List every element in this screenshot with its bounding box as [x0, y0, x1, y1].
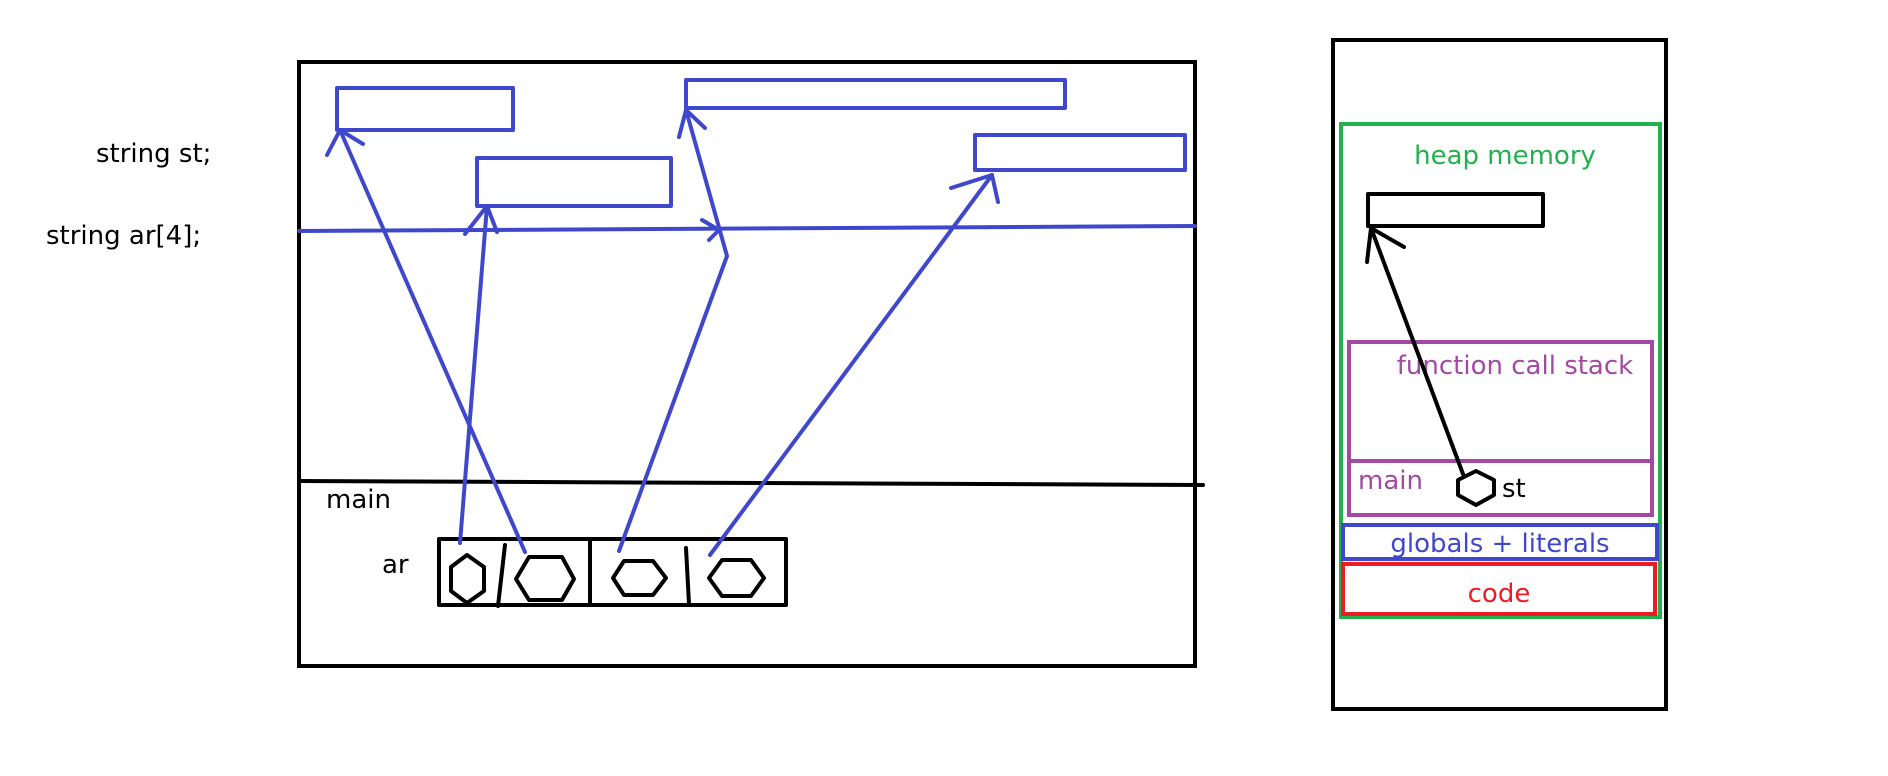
- st-string-object-hexagon: [1456, 469, 1496, 507]
- left-memory-frame: [297, 60, 1197, 668]
- string-object-2-hexagon: [611, 559, 668, 597]
- main-frame-divider: [297, 479, 1205, 487]
- main-frame-label-right: main: [1358, 466, 1423, 496]
- heap-string-buffer-2: [475, 156, 673, 208]
- heap-string-buffer-1: [335, 86, 515, 132]
- code-segment-label: code: [1468, 579, 1531, 609]
- array-cell-divider-3: [684, 546, 691, 606]
- array-ar-box: [437, 537, 788, 607]
- process-memory-layout: heap memory function call stack main st …: [1331, 38, 1668, 711]
- st-variable-label: st: [1502, 474, 1526, 504]
- heap-string-buffer-3: [684, 78, 1067, 110]
- string-object-0-hexagon: [449, 553, 486, 605]
- st-pointer-arrow: [1365, 226, 1465, 476]
- pointer-arrow-4: [708, 173, 1000, 557]
- pointer-arrow-1: [325, 128, 527, 554]
- heap-string-buffer-4: [973, 133, 1187, 172]
- process-memory-frame: [1331, 38, 1668, 711]
- heap-divider-line: [297, 224, 1197, 233]
- globals-literals-region: [1341, 523, 1659, 561]
- code-line-string-st: string st;: [96, 139, 211, 169]
- left-memory-diagram: main ar: [297, 60, 1205, 668]
- code-line-string-array: string ar[4];: [46, 221, 201, 251]
- code-segment-region: [1341, 562, 1657, 616]
- pointer-arrow-2: [458, 204, 499, 545]
- function-call-stack-region: [1347, 340, 1654, 517]
- heap-memory-label: heap memory: [1414, 141, 1596, 171]
- heap-memory-region: [1339, 122, 1662, 619]
- array-label: ar: [382, 550, 409, 580]
- array-cell-divider-1: [496, 543, 507, 608]
- main-frame-label: main: [326, 485, 391, 515]
- string-object-3-hexagon: [707, 558, 766, 598]
- string-object-1-hexagon: [514, 555, 576, 602]
- function-call-stack-label: function call stack: [1397, 351, 1633, 381]
- globals-literals-label: globals + literals: [1390, 529, 1609, 559]
- heap-buffer-st: [1366, 192, 1545, 228]
- pointer-arrow-3: [617, 108, 729, 553]
